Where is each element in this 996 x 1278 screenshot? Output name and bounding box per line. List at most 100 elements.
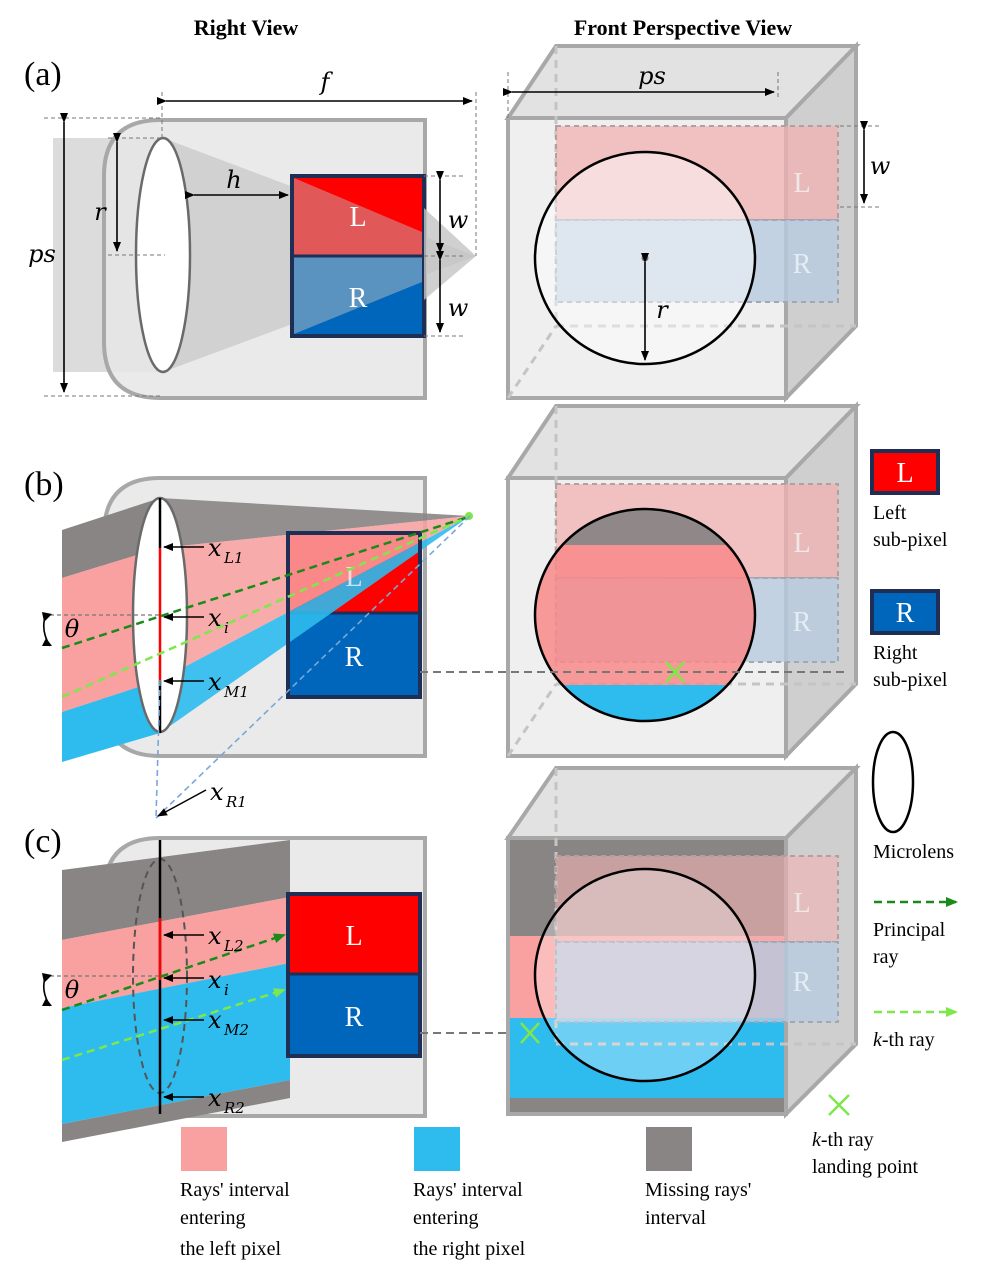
right-subpixel-slab xyxy=(555,219,839,303)
svg-text:i: i xyxy=(224,619,229,637)
legend-left-subpixel-box xyxy=(870,449,940,495)
side-letter-R-b: R xyxy=(793,607,812,638)
svg-text:x: x xyxy=(208,534,222,562)
label-ps-front: ps xyxy=(638,62,666,90)
legend-microlens-icon xyxy=(871,730,915,834)
label-xi-b: x i xyxy=(208,604,229,637)
svg-text:x: x xyxy=(208,668,222,696)
label-h: h xyxy=(226,166,241,194)
legend-right-line2: sub-pixel xyxy=(873,669,948,691)
panel-a-right-view: (a) L R xyxy=(24,56,477,400)
left-pixel-letter: L xyxy=(349,202,366,233)
legend-principal-line2: ray xyxy=(873,946,899,968)
label-xL1: x L1 xyxy=(208,534,244,567)
legend-landing-line2: landing point xyxy=(812,1156,919,1178)
legend-right-subpixel-box xyxy=(870,589,940,635)
side-letter-L-b: L xyxy=(793,528,810,559)
svg-text:M2: M2 xyxy=(223,1021,249,1039)
front-view-header: Front Perspective View xyxy=(574,15,792,40)
svg-text:i: i xyxy=(224,981,229,999)
label-arrows-c xyxy=(163,931,204,1101)
right-subpixel-slab-c xyxy=(555,941,839,1023)
side-letter-L-c: L xyxy=(793,888,810,919)
virtual-ray-1-b xyxy=(155,515,471,819)
right-interval-band-c xyxy=(62,963,290,1124)
left-subpixel-slab-c xyxy=(555,855,839,943)
left-pixel-bright xyxy=(294,178,422,232)
legend-missing-l2: interval xyxy=(645,1207,707,1229)
panel-a-label: (a) xyxy=(24,56,62,93)
dimension-arrows xyxy=(60,97,473,393)
right-view-header: Right View xyxy=(194,15,299,40)
side-letter-L-a: L xyxy=(793,168,810,199)
pixel-frame-c xyxy=(286,892,422,1058)
legend-landing-mark xyxy=(828,1094,850,1116)
panel-b-front-view: L R xyxy=(420,401,861,761)
right-pixel-letter-c: R xyxy=(345,1002,364,1033)
missing-band-bottom-c xyxy=(62,1080,290,1142)
right-pixel-bright xyxy=(294,282,422,334)
right-pixel-letter: R xyxy=(349,283,368,314)
label-xi-c: x i xyxy=(208,966,229,999)
legend-right-line1: Right xyxy=(873,642,918,664)
legend-left-interval-l2: entering xyxy=(180,1207,246,1229)
svg-text:M1: M1 xyxy=(223,683,249,701)
theta-tick2-b xyxy=(42,638,52,646)
microlens-circle-c xyxy=(533,867,757,1083)
legend-left-interval-swatch xyxy=(181,1127,227,1171)
principal-ray-c xyxy=(61,933,286,1012)
svg-text:L2: L2 xyxy=(223,937,244,955)
legend-missing-swatch xyxy=(646,1127,692,1171)
panel-a-front-view: L R ps w r xyxy=(503,41,891,403)
right-pixel-letter-b: R xyxy=(345,642,364,673)
legend-principal-line1: Principal xyxy=(873,919,946,941)
theta-label-c: θ xyxy=(65,976,80,1004)
bottom-legend: Rays' interval entering the left pixel R… xyxy=(180,1127,751,1260)
label-w-front: w xyxy=(870,152,891,180)
side-letter-R-c: R xyxy=(793,967,812,998)
legend-landing-line1: k-th ray xyxy=(812,1129,874,1151)
svg-text:L1: L1 xyxy=(223,549,244,567)
panel-c-front-view: L R xyxy=(504,763,861,1119)
kth-ray-b xyxy=(61,515,469,699)
svg-text:x: x xyxy=(208,966,222,994)
lens-center-dot xyxy=(641,254,649,262)
missing-band-b xyxy=(62,498,160,578)
svg-text:x: x xyxy=(208,604,222,632)
label-r-front: r xyxy=(656,296,669,324)
legend-right-interval-l3: the right pixel xyxy=(413,1238,526,1260)
left-pixel-letter-c: L xyxy=(345,921,362,952)
legend-right-interval-l1: Rays' interval xyxy=(413,1179,523,1201)
landing-mark-b xyxy=(665,661,685,683)
svg-text:x: x xyxy=(208,1084,222,1112)
legend-left-line1: Left xyxy=(873,502,907,524)
virtual-ray-2-b xyxy=(155,679,161,819)
label-w-top: w xyxy=(448,206,469,234)
svg-text:x: x xyxy=(208,922,222,950)
legend-right-interval-l2: entering xyxy=(413,1207,479,1229)
theta-tick1-c xyxy=(42,973,52,983)
label-xL2: x L2 xyxy=(208,922,244,955)
svg-text:R1: R1 xyxy=(225,793,247,811)
panel-b-label: (b) xyxy=(24,466,64,503)
svg-text:R2: R2 xyxy=(223,1099,245,1117)
legend-left-interval-l3: the left pixel xyxy=(180,1238,282,1260)
side-letter-R-a: R xyxy=(793,249,812,280)
missing-region-bottom-c xyxy=(510,1098,784,1112)
label-arrows-b xyxy=(157,543,207,817)
label-f: f xyxy=(319,68,334,96)
side-legend: L Left sub-pixel R Right sub-pixel Micro… xyxy=(812,449,958,1178)
theta-tick2-c xyxy=(42,998,52,1006)
right-cone-b xyxy=(160,516,470,733)
legend-left-line2: sub-pixel xyxy=(873,529,948,551)
label-xM1: x M1 xyxy=(208,668,249,701)
microlens-circle-b xyxy=(533,507,757,723)
theta-label-b: θ xyxy=(65,615,80,643)
label-xR2: x R2 xyxy=(208,1084,245,1117)
label-r-a: r xyxy=(94,198,107,226)
panel-c-right-view: (c) L R θ x L2 x i xyxy=(24,823,530,1142)
label-xR1: x R1 xyxy=(210,778,247,811)
label-ps-a: ps xyxy=(28,240,56,268)
missing-cone-b xyxy=(160,498,470,548)
